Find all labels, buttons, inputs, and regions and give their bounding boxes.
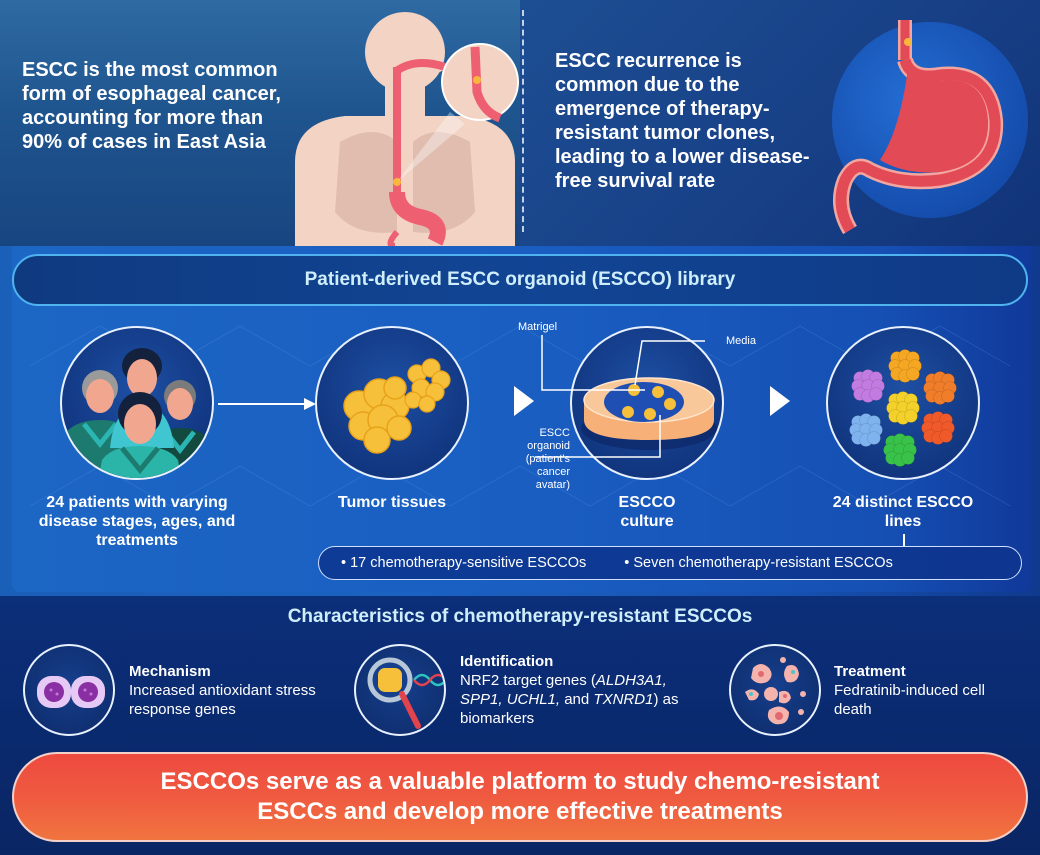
identification-genes-1: ALDH3A1, SPP1, UCHL1, xyxy=(460,672,667,708)
recurrence-statement: ESCC recurrence is common due to the eme… xyxy=(555,50,810,192)
patients-icon xyxy=(62,348,212,478)
step-label-tumor: Tumor tissues xyxy=(337,494,447,511)
summary-pill: • 17 chemotherapy-sensitive ESCCOs • Sev… xyxy=(318,546,1022,580)
stomach-illustration xyxy=(832,20,1028,235)
organoid-cluster xyxy=(849,413,883,447)
conclusion-text: ESCCOs serve as a valuable platform to s… xyxy=(160,768,880,825)
prevalence-statement: ESCC is the most common form of esophage… xyxy=(22,59,281,153)
tumor-tissues-circle xyxy=(315,326,469,480)
media-label: Media xyxy=(726,335,756,347)
identification-desc-pre: NRF2 target genes ( xyxy=(460,672,596,689)
library-title: Patient-derived ESCC organoid (ESCCO) li… xyxy=(304,269,736,290)
organoid-cluster xyxy=(923,371,957,405)
organoid-cluster xyxy=(886,391,920,425)
step-label-patients: 24 patients with varying disease stages,… xyxy=(38,494,236,549)
callout-lines xyxy=(535,335,705,458)
step-label-lines: 24 distinct ESCCO lines xyxy=(832,494,974,530)
treatment-text: Treatment Fedratinib-induced cell death xyxy=(834,662,1014,719)
patients-circle xyxy=(60,326,214,480)
play-arrow-icon xyxy=(514,386,534,416)
organoid-label: ESCC organoid (patient's cancer avatar) xyxy=(525,427,570,491)
organoid-cluster xyxy=(921,411,955,445)
resistant-count: • Seven chemotherapy-resistant ESCCOs xyxy=(624,555,893,571)
identification-genes-2: TXNRD1 xyxy=(593,691,654,708)
organoid-cluster xyxy=(851,369,885,403)
summary-connector xyxy=(903,534,905,546)
petri-dish-icon xyxy=(581,377,717,450)
culture-circle xyxy=(570,326,724,480)
treatment-description: Fedratinib-induced cell death xyxy=(834,682,985,718)
arrow-icon xyxy=(218,398,316,410)
dying-cells-icon xyxy=(745,657,806,725)
identification-text: Identification NRF2 target genes (ALDH3A… xyxy=(460,652,700,728)
human-body-illustration xyxy=(295,12,519,246)
treatment-circle xyxy=(729,644,821,736)
sensitive-count: • 17 chemotherapy-sensitive ESCCOs xyxy=(341,555,587,571)
mechanism-heading: Mechanism xyxy=(129,663,211,680)
mechanism-text: Mechanism Increased antioxidant stress r… xyxy=(129,662,329,719)
identification-circle xyxy=(354,644,446,736)
conclusion-banner: ESCCOs serve as a valuable platform to s… xyxy=(12,752,1028,842)
magnifier-dna-icon xyxy=(367,657,444,729)
characteristics-title: Characteristics of chemotherapy-resistan… xyxy=(287,606,753,627)
tumor-tissue-icon xyxy=(343,358,451,454)
organoid-cluster xyxy=(888,349,922,383)
treatment-heading: Treatment xyxy=(834,663,906,680)
cells-icon xyxy=(37,676,105,708)
step-label-culture: ESCCO culture xyxy=(618,494,676,530)
identification-desc-and: and xyxy=(560,691,594,708)
mechanism-description: Increased antioxidant stress response ge… xyxy=(129,682,316,718)
section-divider xyxy=(522,10,524,232)
identification-desc-post: ) as biomarkers xyxy=(460,691,679,727)
identification-heading: Identification xyxy=(460,653,554,670)
matrigel-label: Matrigel xyxy=(518,321,558,333)
play-arrow-icon xyxy=(770,386,790,416)
organoid-lines-icon xyxy=(849,349,957,467)
organoid-cluster xyxy=(883,433,917,467)
top-section: ESCC is the most common form of esophage… xyxy=(0,0,1040,246)
organoid-lines-circle xyxy=(826,326,980,480)
library-title-bar: Patient-derived ESCC organoid (ESCCO) li… xyxy=(12,254,1028,306)
mechanism-circle xyxy=(23,644,115,736)
